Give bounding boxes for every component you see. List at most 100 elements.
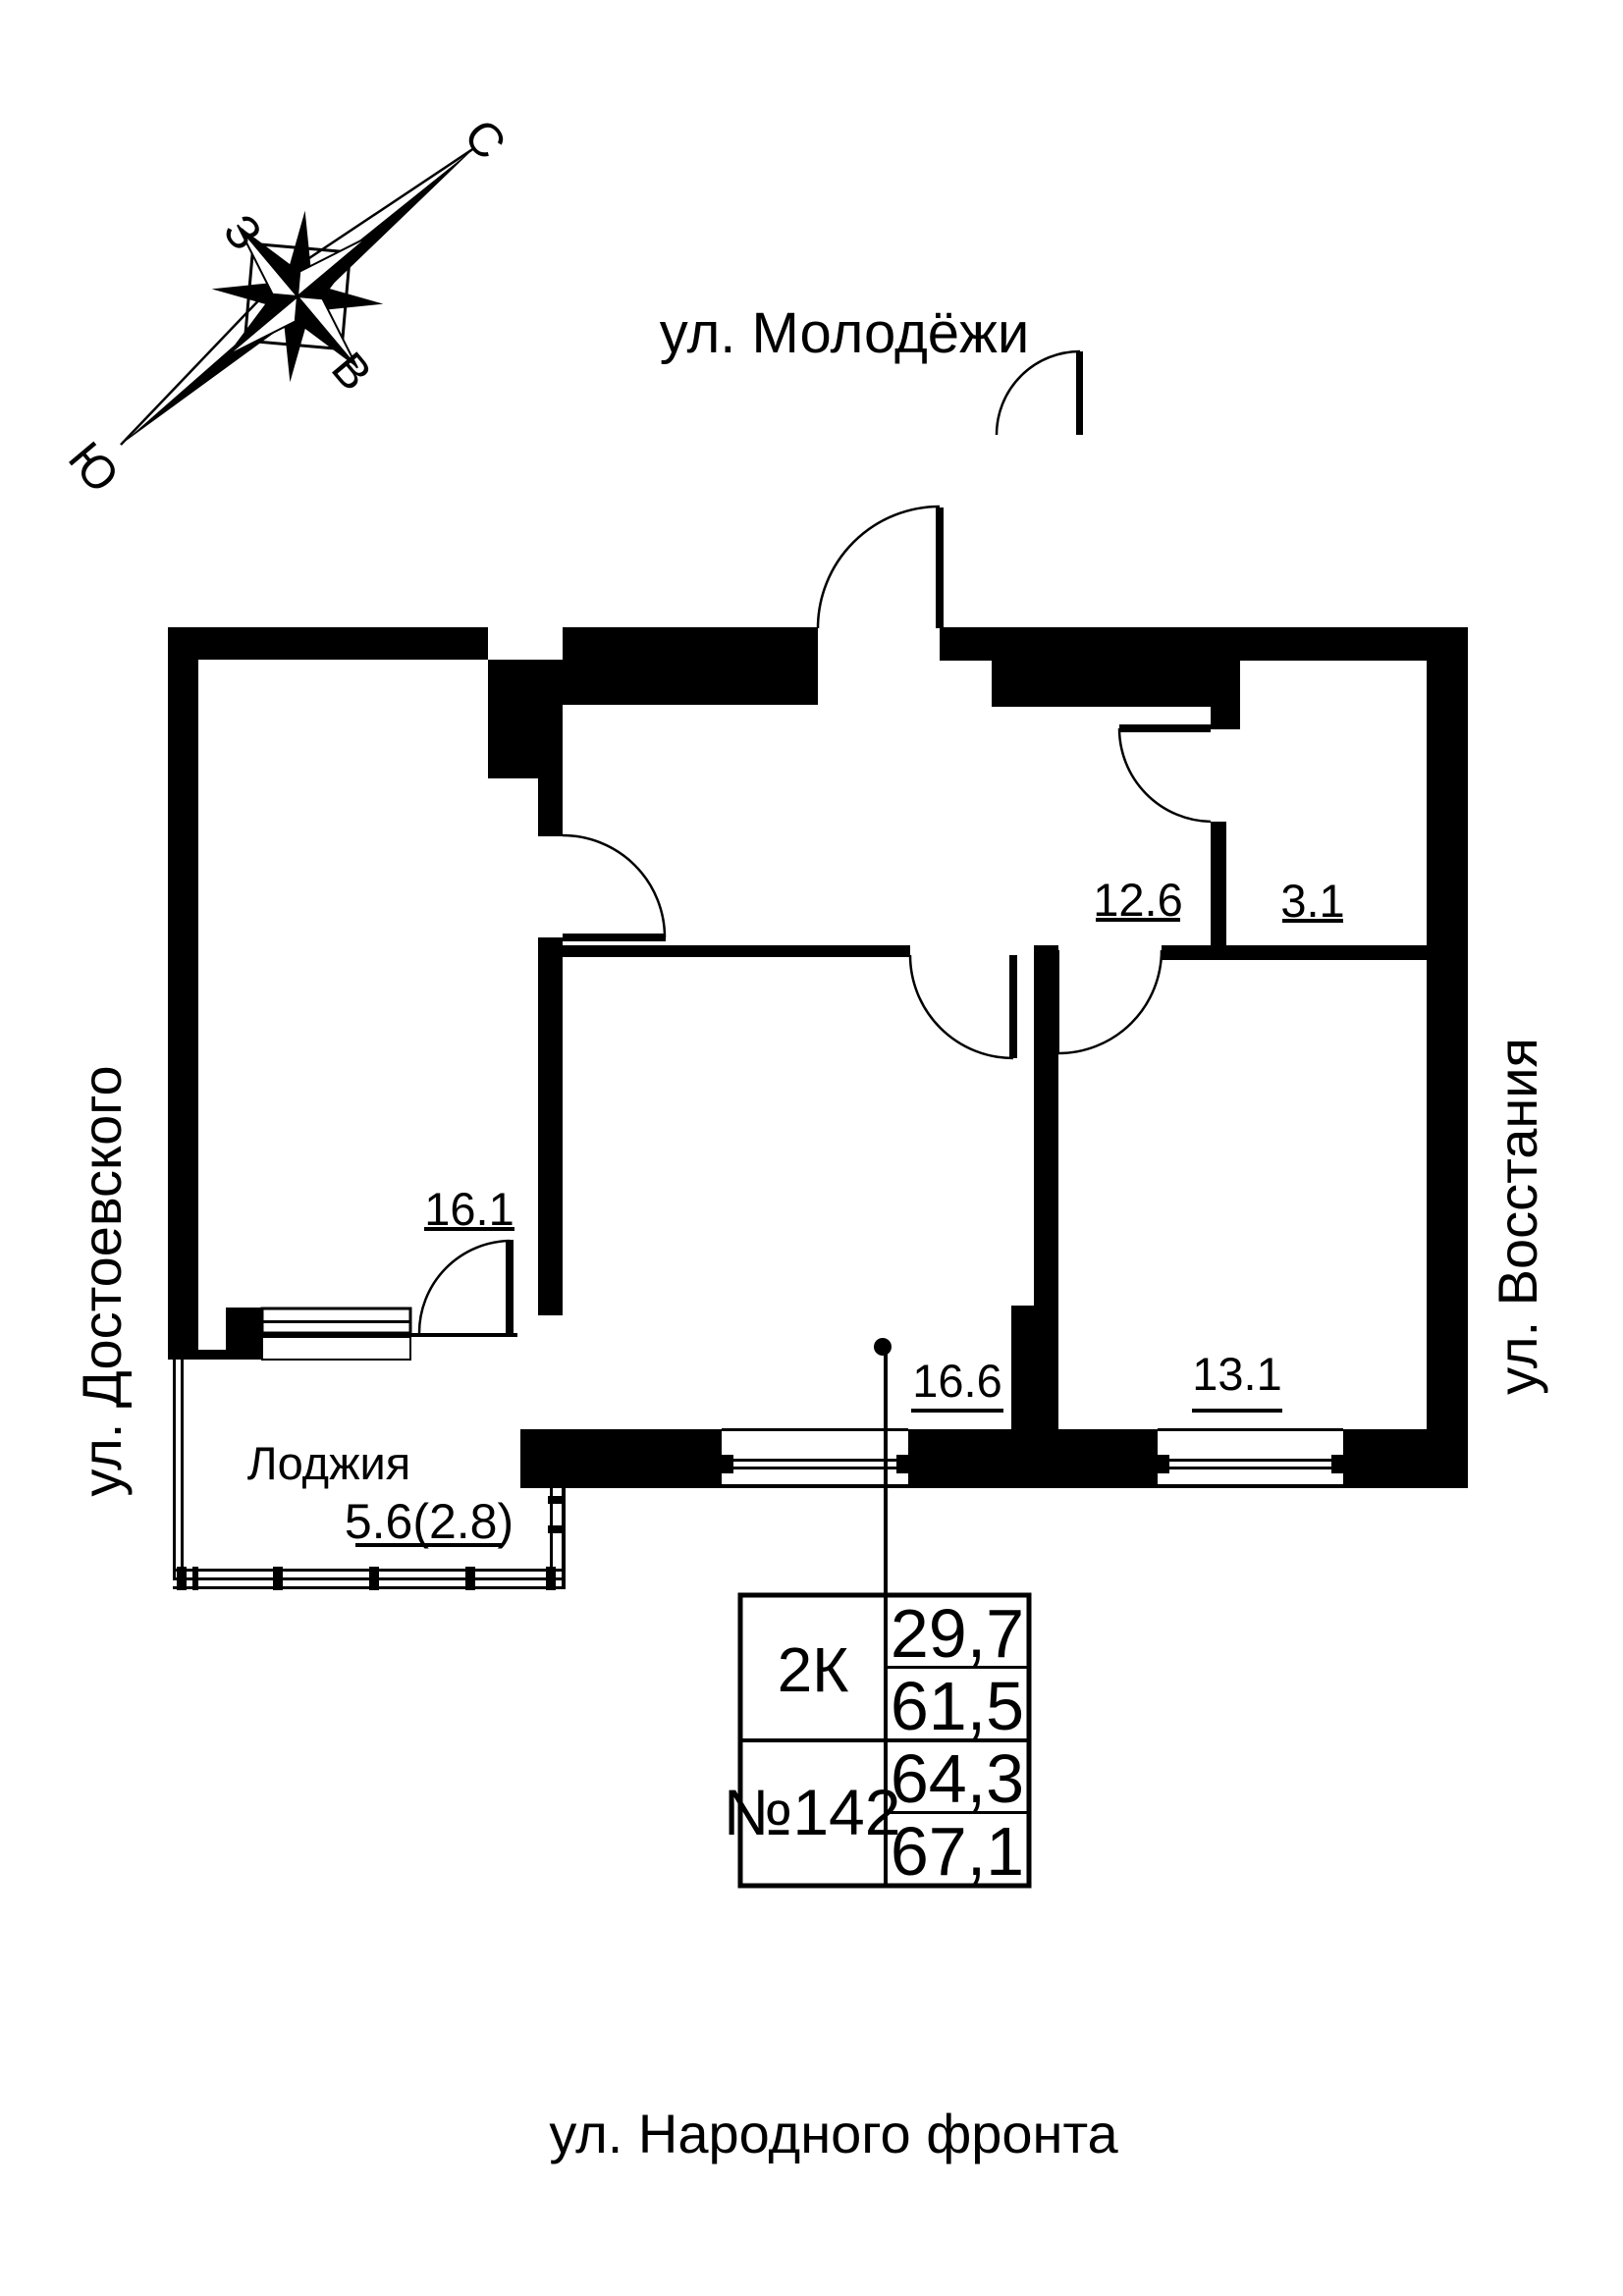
room-label-underline <box>911 1409 1003 1413</box>
door-arc-living <box>562 833 667 938</box>
apartment-number: №142 <box>724 1776 901 1848</box>
window-end-cap <box>1331 1455 1343 1473</box>
wall-right-outer <box>1427 627 1468 1488</box>
room-label-underline <box>355 1543 503 1547</box>
street-label-bottom: ул. Народного фронта <box>549 2103 1118 2164</box>
loggia-name-label: Лоджия <box>247 1437 411 1489</box>
room-label-underline <box>424 1227 514 1231</box>
room-label-bedroom: 13.1 <box>1192 1348 1281 1400</box>
loggia-mullion-tick <box>548 1496 566 1504</box>
street-label-top: ул. Молодёжи <box>660 301 1030 365</box>
apartment-type: 2К <box>778 1634 849 1705</box>
wall-living-kitchen <box>538 937 563 1315</box>
room-label-bathroom: 3.1 <box>1280 875 1344 927</box>
window-end-cap <box>722 1455 733 1473</box>
window-outer-line <box>722 1428 908 1431</box>
door-arc-kitchen <box>908 954 1014 1060</box>
info-table: 2К №142 29,7 61,5 64,3 67,1 <box>724 1592 1032 1890</box>
room-label-underline <box>1192 1409 1282 1413</box>
living-area-value: 29,7 <box>891 1595 1024 1672</box>
info-table-row-line <box>886 1811 1029 1814</box>
window-outer-line <box>1158 1428 1343 1431</box>
star-point-e <box>295 296 358 368</box>
window-inner-line <box>1158 1484 1343 1488</box>
wall-kitchen-bedroom-pilaster <box>1011 1306 1058 1429</box>
loggia-mullion-tick <box>192 1567 198 1590</box>
doors <box>417 349 1212 1334</box>
loggia-glazing-left <box>181 1360 184 1580</box>
star-point-e <box>295 294 358 369</box>
star-point-w <box>237 225 300 296</box>
door-leaf-context <box>1076 351 1083 435</box>
wall-top-center-thick <box>563 627 818 705</box>
door-leaf-bedroom <box>1052 950 1059 1053</box>
loggia-window-sill <box>261 1336 411 1361</box>
door-arc-entrance <box>816 505 941 629</box>
wall-bottom-seg2 <box>908 1429 1158 1488</box>
window-glazing-line <box>728 1459 902 1462</box>
door-arc-loggia <box>417 1239 511 1334</box>
door-leaf-loggia <box>506 1240 514 1333</box>
compass-south-label: Ю <box>58 433 129 503</box>
window-glazing-line <box>1163 1467 1337 1469</box>
loggia-mullion-tick <box>177 1567 187 1590</box>
door-leaf-bathroom <box>1119 724 1211 732</box>
door-arc-context <box>995 349 1081 436</box>
room-label-kitchen: 16.6 <box>912 1355 1001 1407</box>
loggia-mullion-tick <box>465 1567 475 1590</box>
wall-left-outer <box>168 627 198 1360</box>
loggia-mullion-tick <box>273 1567 283 1590</box>
wall-top-right <box>940 627 1468 661</box>
compass-north-label: С <box>454 110 515 170</box>
loggia-window-mid-line <box>262 1320 410 1323</box>
area-without-loggia-value: 61,5 <box>891 1668 1024 1744</box>
window-glazing-line <box>728 1467 902 1469</box>
wall-top-left <box>168 627 488 660</box>
room-label-living: 16.1 <box>424 1183 514 1235</box>
loggia-mullion-tick <box>369 1567 379 1590</box>
info-table-row-line <box>886 1666 1029 1669</box>
door-arc-bathroom <box>1117 727 1212 824</box>
door-leaf-living <box>563 934 666 941</box>
walls <box>168 627 1468 1488</box>
wall-left-foot <box>168 1350 262 1360</box>
window-end-cap <box>896 1455 908 1473</box>
loggia-glazing-right <box>562 1488 566 1586</box>
window-inner-line <box>722 1484 908 1488</box>
wall-bathroom-left-upper <box>1211 661 1240 729</box>
door-leaf-kitchen <box>1009 955 1017 1058</box>
wall-corner-block <box>488 660 563 778</box>
loggia-mullion-tick <box>548 1525 566 1533</box>
wall-loggia-window-jamb <box>226 1308 262 1360</box>
wall-shaft <box>992 661 1211 707</box>
room-label-hallway: 12.6 <box>1093 874 1182 926</box>
leader-line <box>874 1338 892 1595</box>
star-point-n <box>298 236 369 299</box>
window-glazing-line <box>1163 1459 1337 1462</box>
window-bedroom <box>1158 1428 1343 1488</box>
info-table-row-line <box>740 1738 1029 1742</box>
leader-dot <box>874 1338 892 1356</box>
compass-east-label: В <box>321 344 381 401</box>
loggia-partition <box>260 1307 517 1361</box>
room-label-underline <box>1282 919 1343 923</box>
street-label-right: ул. Восстания <box>1487 1038 1548 1395</box>
wall-bottom-seg3 <box>1343 1429 1468 1488</box>
wall-door-jamb-living <box>538 778 563 836</box>
loggia-glazing-right <box>550 1488 553 1586</box>
loggia-glazing <box>173 1360 566 1590</box>
window-kitchen <box>722 1428 908 1488</box>
star-point-se <box>283 316 308 383</box>
wall-bathroom-left-lower <box>1211 822 1226 945</box>
wall-hallway-bottom-left <box>563 945 910 957</box>
total-area-value: 67,1 <box>891 1813 1024 1890</box>
leader-stem <box>884 1347 888 1595</box>
wall-bottom-seg1 <box>520 1429 722 1488</box>
star-point-ne <box>317 286 384 311</box>
area-with-coefficient-value: 64,3 <box>891 1740 1024 1817</box>
star-point-sw <box>211 282 278 307</box>
star-point-nw <box>287 210 312 277</box>
window-end-cap <box>1158 1455 1169 1473</box>
room-labels: 12.6 3.1 16.1 16.6 13.1 Лоджия 5.6(2.8) <box>247 874 1345 1549</box>
